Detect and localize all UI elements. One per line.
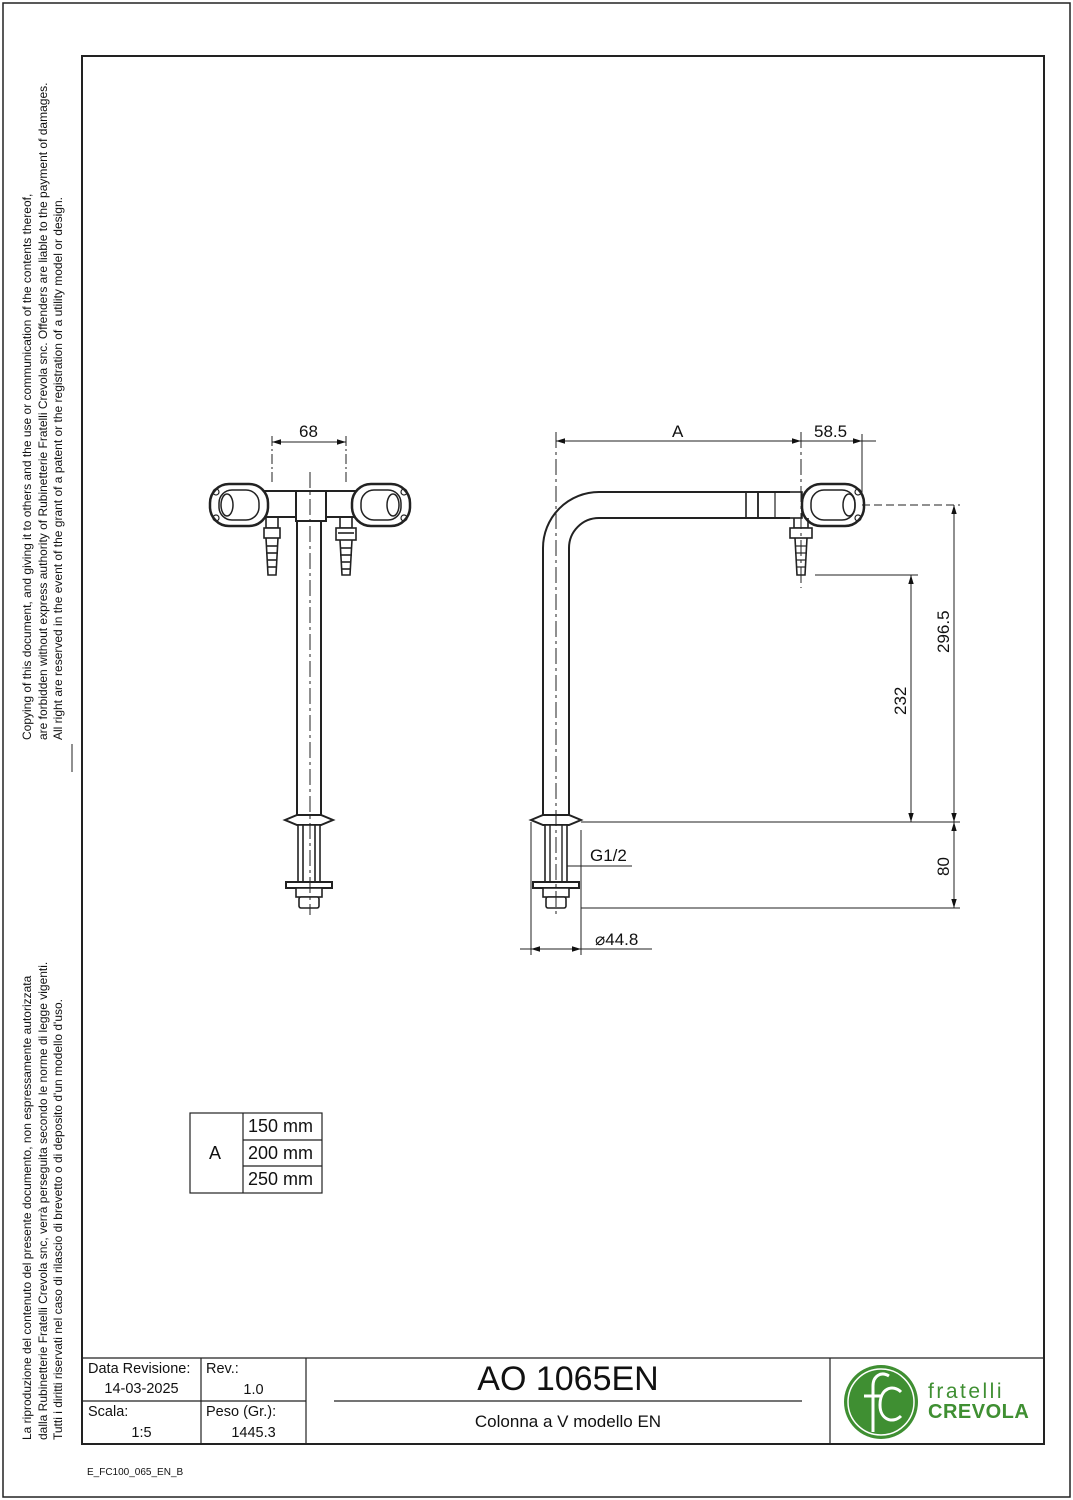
legal-note-english-line: are forbidden without express authority … — [35, 82, 50, 740]
scale-value: 1:5 — [131, 1425, 152, 1441]
revision-date-value: 14-03-2025 — [104, 1381, 179, 1397]
dim-label-height-outlet: 232 — [891, 686, 910, 715]
variants-table-row: 200 mm — [248, 1143, 314, 1163]
legal-note-english-line: Copying of this document, and giving it … — [20, 193, 34, 740]
product-description: Colonna a V modello EN — [474, 1412, 662, 1431]
drawing-frame — [81, 55, 1045, 1445]
rev-label: Rev.: — [206, 1361, 239, 1377]
document-reference: E_FC100_065_EN_B — [87, 1467, 184, 1478]
dim-label-side-offset: 58.5 — [814, 422, 848, 441]
revision-date-label: Data Revisione: — [88, 1361, 191, 1377]
dim-label-height-total: 296.5 — [934, 610, 953, 653]
dim-label-thread: G1/2 — [590, 846, 627, 865]
product-code: AO 1065EN — [477, 1360, 659, 1398]
dim-label-side-length: A — [672, 422, 684, 441]
variants-table-row: 150 mm — [248, 1116, 314, 1136]
variants-table-label: A — [209, 1143, 222, 1163]
variants-table-grid — [189, 1112, 323, 1194]
dim-side — [520, 434, 960, 955]
weight-label: Peso (Gr.): — [206, 1404, 277, 1420]
rev-value: 1.0 — [243, 1382, 264, 1398]
dim-label-shank-length: 80 — [934, 857, 953, 876]
scale-label: Scala: — [88, 1404, 129, 1420]
title-block-grid — [82, 1357, 1044, 1444]
variants-table-row: 250 mm — [248, 1169, 314, 1189]
fc-logo-icon — [844, 1365, 918, 1439]
dim-label-front-width: 68 — [299, 422, 318, 441]
dim-value-base-diameter: 44.8 — [605, 930, 639, 949]
brand-name-line2: CREVOLA — [928, 1401, 1030, 1423]
legal-note-italian-line: dalla Rubinetterie Fratelli Crevola snc,… — [35, 961, 50, 1440]
side-view — [528, 482, 866, 909]
diameter-symbol-icon: ⌀ — [595, 930, 606, 949]
legal-note-english: Copying of this document, and giving it … — [20, 83, 67, 740]
legal-note-italian-line: La riproduzione del contenuto del presen… — [20, 975, 34, 1440]
legal-note-italian-line: Tutti i diritti riservati nel caso di ri… — [51, 998, 65, 1440]
dim-label-base-diameter: ⌀44.8 — [595, 930, 638, 950]
front-view — [208, 482, 412, 909]
brand-name-line1: fratelli — [928, 1380, 1005, 1403]
legal-note-english-line: All right are reserved in the event of t… — [51, 197, 65, 740]
weight-value: 1445.3 — [231, 1425, 276, 1441]
dim-front-width — [271, 436, 347, 484]
legal-note-italian: La riproduzione del contenuto del presen… — [20, 962, 67, 1440]
